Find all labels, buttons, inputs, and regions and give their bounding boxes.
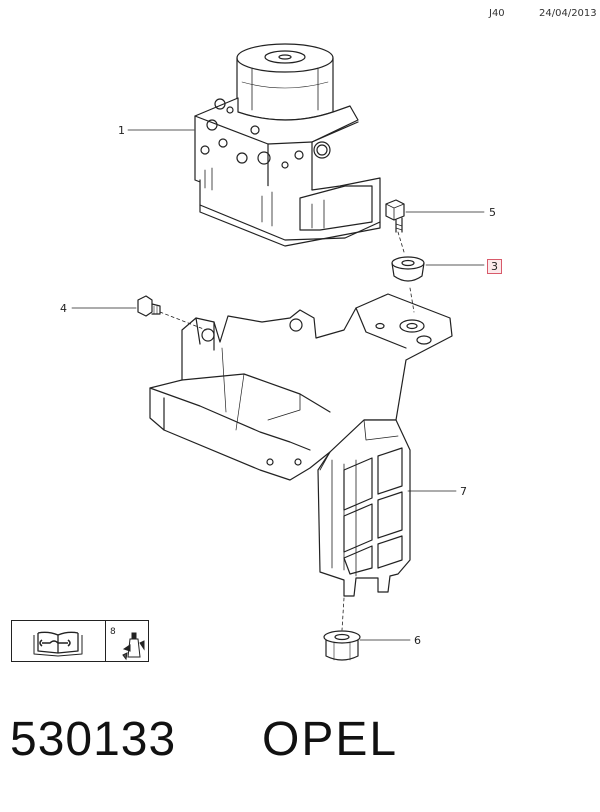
part-number: 530133 xyxy=(10,713,177,766)
bolt-part-4 xyxy=(137,295,161,317)
callout-3[interactable]: 3 xyxy=(487,259,502,274)
callout-6: 6 xyxy=(414,634,421,647)
callout-1: 1 xyxy=(118,124,125,137)
abs-modulator-unit xyxy=(194,43,381,247)
callout-5: 5 xyxy=(489,206,496,219)
callout-7: 7 xyxy=(460,485,467,498)
legend-box: 8 xyxy=(11,620,149,662)
legend-note-number: 8 xyxy=(110,627,116,637)
header-code: J40 xyxy=(489,8,505,19)
bolt-part-5 xyxy=(385,199,405,233)
brand-name: OPEL xyxy=(262,713,399,766)
header-date: 24/04/2013 xyxy=(539,8,597,19)
nut-part-6 xyxy=(323,630,361,661)
lubricant-icon xyxy=(122,632,145,661)
wrench-manual-icon xyxy=(12,621,106,661)
mounting-bracket xyxy=(149,293,453,481)
callout-4: 4 xyxy=(60,302,67,315)
support-brace-part-7 xyxy=(317,419,411,597)
grommet-part-3 xyxy=(391,256,425,282)
